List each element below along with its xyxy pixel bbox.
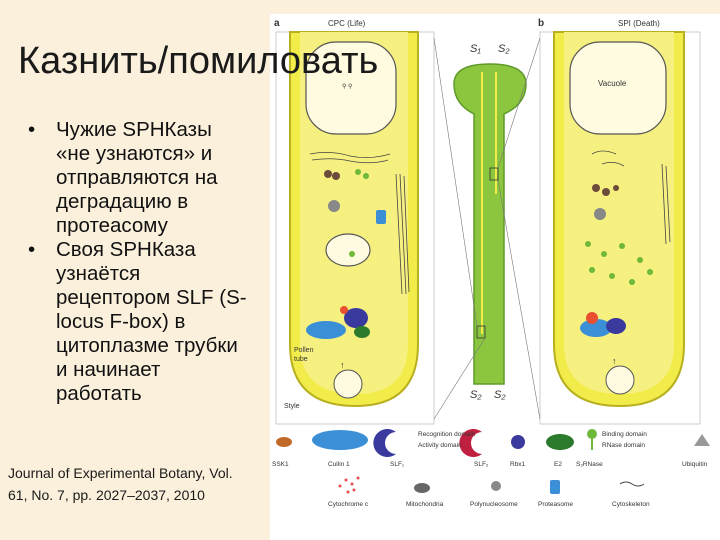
scf-complex-a xyxy=(306,321,346,339)
bullet-own-rnase: • Своя SPHКаза узнаётся рецептором SLF (… xyxy=(22,238,287,406)
panel-a-title: CPC (Life) xyxy=(328,19,366,28)
legend-ubiquitin: Ubiquitin xyxy=(682,461,708,468)
panel-b-letter: b xyxy=(538,18,544,29)
bullet-line: и начинает xyxy=(56,358,287,382)
label-vacuole: Vacuole xyxy=(598,79,627,88)
slf1-icon xyxy=(373,429,396,457)
bullet-line: рецептором SLF (S- xyxy=(56,286,287,310)
style-column: S₁ S₂ S₂ S₂ xyxy=(434,38,540,419)
polynucleosome-icon xyxy=(491,481,501,491)
legend-slf1: SLF₁ xyxy=(390,461,405,468)
s-allele-bottom-2: S₂ xyxy=(494,389,506,401)
citation: Journal of Experimental Botany, Vol. 61,… xyxy=(8,462,276,506)
legend-polynucleosome: Polynucleosome xyxy=(470,501,518,508)
cytoskeleton-icon xyxy=(620,482,644,486)
cytochrome-icon xyxy=(339,477,360,494)
arrow-b: ↑ xyxy=(612,356,617,366)
legend-rnase: S₂RNase xyxy=(576,461,603,468)
bullet-line: деградацию в xyxy=(56,190,287,214)
bullet-line: Своя SPHКаза xyxy=(56,238,287,262)
legend-domain-activity: Activity domain xyxy=(418,442,462,449)
legend-cytoskeleton: Cytoskeleton xyxy=(612,501,650,508)
proteasome-a xyxy=(376,210,386,224)
panel-a-pollen-tube: ⚲ ⚲ Pollen tube ↑ Style xyxy=(284,32,418,410)
cullin-icon xyxy=(312,430,368,450)
ssk1-icon xyxy=(276,437,292,447)
legend-domain-recognition: Recognition domain xyxy=(418,431,476,438)
legend-domain-binding: Binding domain xyxy=(602,431,647,438)
s-allele-top-1: S₁ xyxy=(470,43,481,55)
figure-canvas: a CPC (Life) b SPI (Death) ⚲ ⚲ xyxy=(270,14,720,540)
bullet-foreign-rnase: • Чужие SPHКазы «не узнаются» и отправля… xyxy=(22,118,287,238)
legend-cytochrome: Cytochrome c xyxy=(328,501,369,508)
mitochondria-icon xyxy=(414,483,430,493)
rnase-inside-vacuole: ⚲ ⚲ xyxy=(342,83,352,90)
panel-b-pollen-tube: Vacuole ↑ xyxy=(554,32,684,406)
proteasome-icon xyxy=(550,480,560,494)
arrow-a: ↑ xyxy=(340,360,345,370)
legend-rbx1: Rbx1 xyxy=(510,461,526,468)
citation-line: Journal of Experimental Botany, Vol. xyxy=(8,462,276,484)
citation-line: 61, No. 7, pp. 2027–2037, 2010 xyxy=(8,484,276,506)
legend-e2: E2 xyxy=(554,461,562,468)
legend-proteasome: Proteasome xyxy=(538,501,573,508)
ubiquitin-icon xyxy=(694,434,710,446)
bullet-line: Чужие SPHКазы xyxy=(56,118,287,142)
label-tube: tube xyxy=(294,356,308,363)
rnase-icon xyxy=(587,429,597,439)
bullet-line: отправляются на xyxy=(56,166,287,190)
bullet-line: узнаётся xyxy=(56,262,287,286)
s-allele-bottom-1: S₂ xyxy=(470,389,482,401)
e2-icon xyxy=(546,434,574,450)
bullet-marker: • xyxy=(28,238,35,262)
rbx1-icon xyxy=(511,435,525,449)
legend-domain-rnase: RNase domain xyxy=(602,442,645,449)
panel-b-title: SPI (Death) xyxy=(618,19,660,28)
legend-slf2: SLF₂ xyxy=(474,461,489,468)
bullet-line: «не узнаются» и xyxy=(56,142,287,166)
slide-title: Казнить/помиловать xyxy=(18,40,378,83)
bullet-list: • Чужие SPHКазы «не узнаются» и отправля… xyxy=(22,118,287,406)
legend: Recognition domain Activity domain Bindi… xyxy=(272,429,710,508)
label-pollen: Pollen xyxy=(294,347,314,354)
bullet-line: цитоплазме трубки xyxy=(56,334,287,358)
legend-mitochondria: Mitochondria xyxy=(406,501,444,508)
bullet-line: locus F-box) в xyxy=(56,310,287,334)
panel-a-letter: a xyxy=(274,18,280,29)
vacuole-b xyxy=(570,42,666,134)
bullet-marker: • xyxy=(28,118,35,142)
bullet-line: работать xyxy=(56,382,287,406)
bullet-line: протеасому xyxy=(56,214,287,238)
legend-cullin: Cullin 1 xyxy=(328,461,350,468)
polynucleosome-a xyxy=(328,200,340,212)
figure-self-incompatibility: a CPC (Life) b SPI (Death) ⚲ ⚲ xyxy=(270,14,720,540)
s-allele-top-2: S₂ xyxy=(498,43,510,55)
